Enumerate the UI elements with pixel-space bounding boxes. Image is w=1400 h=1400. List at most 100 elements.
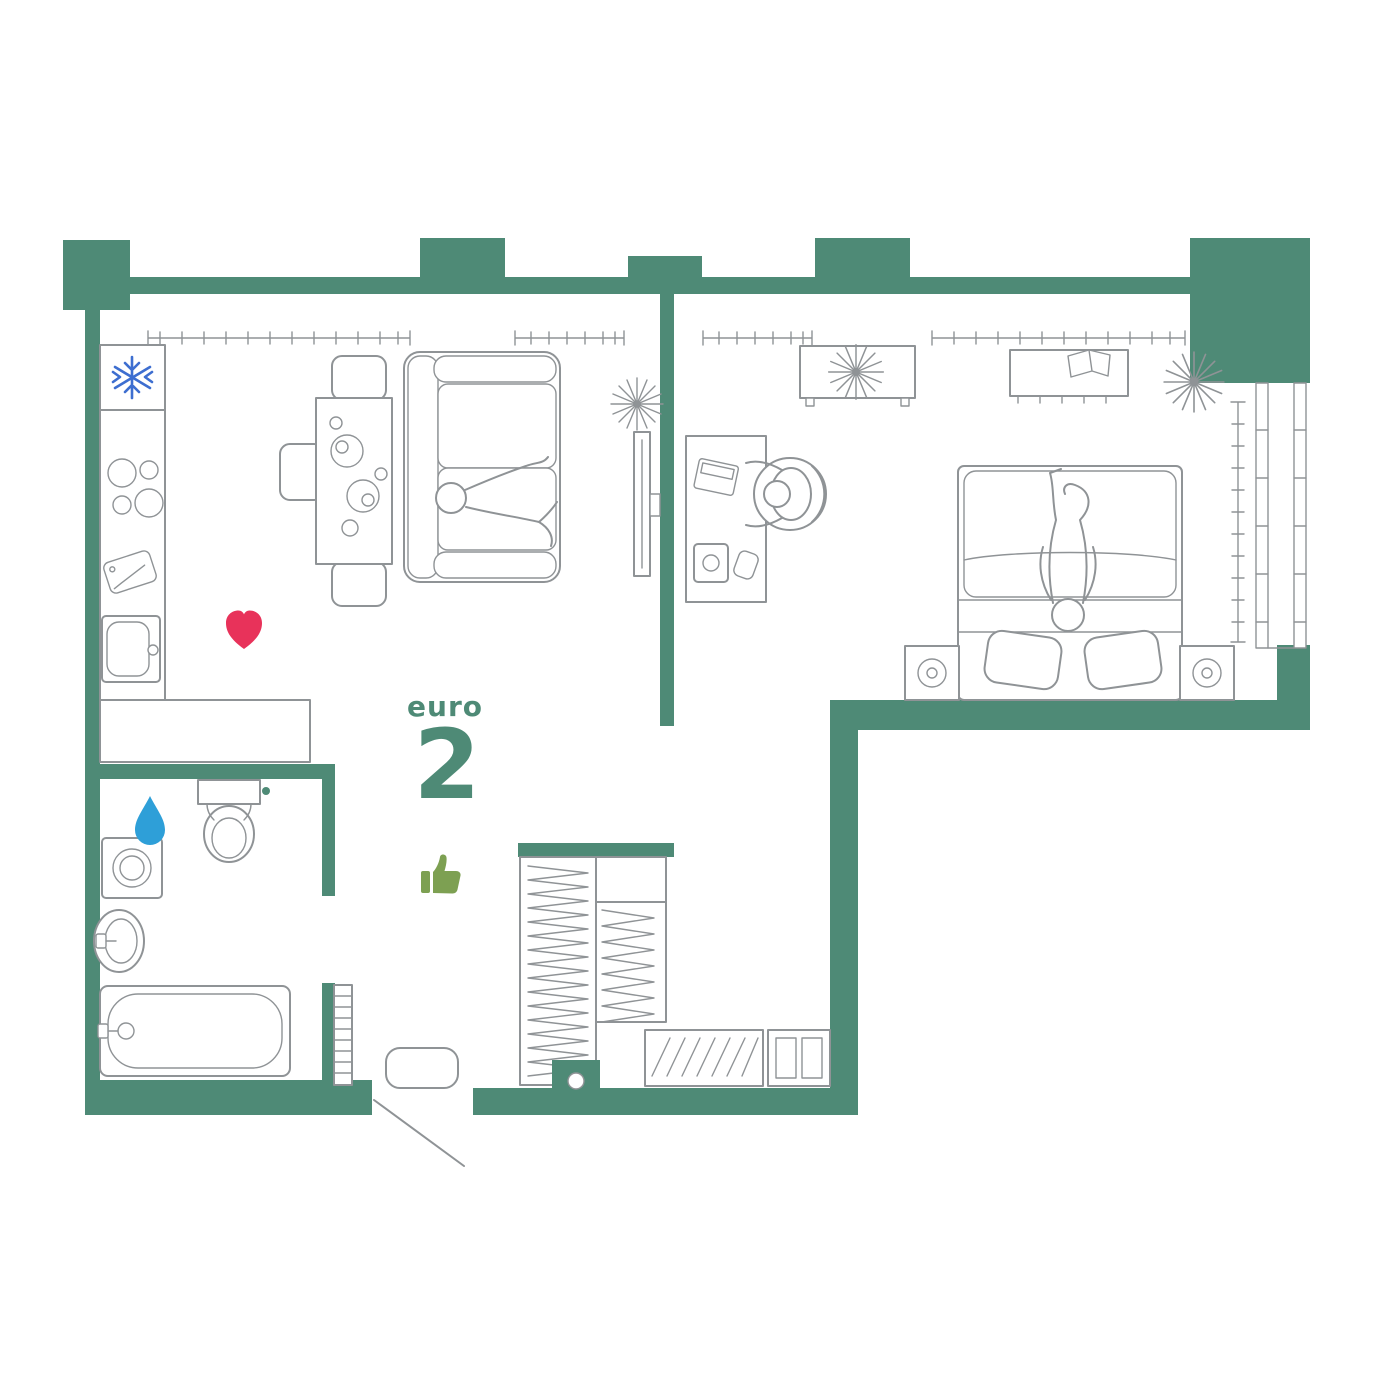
chair [331, 561, 387, 607]
cabinet-door [801, 1037, 823, 1079]
person-on-bed [1039, 468, 1097, 632]
windows-and-radiators [147, 330, 1307, 649]
person-head [763, 480, 791, 508]
cooktop [107, 458, 164, 518]
open-book [1067, 349, 1111, 378]
snowflake-icon [111, 355, 154, 400]
washer-body [101, 837, 163, 899]
board [103, 550, 157, 594]
wall-top-2 [503, 277, 632, 294]
pillar-c [815, 238, 910, 294]
entrance-door-swing [373, 1099, 465, 1167]
knife [113, 564, 146, 590]
kitchen-sink [101, 615, 161, 683]
board-hole [109, 566, 116, 573]
thumb-cuff [421, 871, 430, 893]
radiator-frame [333, 984, 353, 1086]
toilet-bowl [203, 805, 255, 863]
wardrobe-2-top [595, 856, 667, 903]
person-on-sofa [435, 456, 558, 547]
thumbs-up-icon [421, 854, 461, 894]
hallway [333, 856, 831, 1167]
shoe-rack-slats [651, 1037, 759, 1077]
sofa-armrest [433, 355, 557, 383]
nightstand-speaker-left [904, 645, 960, 701]
radiator-bedroom-right [1230, 401, 1246, 643]
sofa-back [407, 355, 439, 579]
cabinet-door [775, 1037, 797, 1079]
window-radiator-bedroom [931, 330, 1186, 346]
person-body [464, 456, 558, 547]
laptop-screen [700, 462, 735, 481]
washing-machine [101, 837, 163, 899]
speaker-cone [1192, 658, 1222, 688]
wall-middle [660, 294, 674, 726]
wall-top-1 [128, 277, 422, 294]
tub-tap [97, 1023, 109, 1039]
speaker-box [1179, 645, 1235, 701]
window-radiator-living [147, 330, 411, 346]
sofa [403, 351, 561, 583]
cutting-board [103, 550, 157, 594]
kitchen [99, 344, 311, 763]
wall-top-4 [908, 277, 1192, 294]
wall-corner-top-right [1190, 238, 1310, 383]
chair [331, 355, 387, 401]
speaker-cone-center [926, 667, 938, 679]
office [685, 435, 827, 603]
bathtub [97, 985, 291, 1077]
shoe-rack [644, 1029, 764, 1087]
radiator-rungs [333, 995, 353, 1074]
burner [134, 488, 164, 518]
wardrobe-2-hangers [601, 909, 655, 1023]
burner [139, 460, 159, 480]
window-strip-inner [1255, 382, 1269, 649]
nightstand-speaker-right [1179, 645, 1235, 701]
wall-corner-top-left [63, 240, 130, 310]
burner [107, 458, 137, 488]
dining-set [279, 355, 393, 607]
cup [329, 416, 343, 430]
plate-detail [335, 440, 349, 454]
person-head [1051, 598, 1085, 632]
desk-chair [745, 457, 827, 531]
bathroom-sink [93, 909, 145, 973]
bag [733, 550, 759, 580]
water-drop-icon [135, 796, 165, 845]
tv-unit [633, 431, 661, 577]
pillow [1083, 629, 1163, 691]
dining-table [315, 397, 393, 565]
burner [112, 495, 132, 515]
wardrobe-1-hangers [527, 865, 589, 1077]
window-radiator-mid-2 [702, 330, 813, 346]
ladder-radiator [333, 984, 353, 1086]
window-strip-outer [1293, 382, 1307, 649]
toilet-tank [197, 779, 261, 805]
hall-cabinet [767, 1029, 831, 1087]
shelf-leg [805, 397, 815, 407]
speaker-cone-center [1201, 667, 1213, 679]
washer-drum-inner [119, 855, 145, 881]
plant-icon [827, 343, 885, 401]
heart-icon [226, 610, 262, 649]
unit-box [693, 543, 729, 583]
laptop [693, 458, 740, 496]
wall-bathroom-right-lower [322, 983, 335, 1083]
labels: euro 2 [407, 690, 482, 894]
tv-mount [649, 493, 661, 517]
wall-closet-top [518, 843, 674, 857]
sink-tap [95, 933, 107, 949]
pillar-b [628, 256, 702, 294]
wall-bathroom-right-upper [322, 764, 335, 896]
thumb-hand [433, 854, 461, 894]
speaker-box [904, 645, 960, 701]
sink-faucet [147, 644, 159, 656]
wall-top-3 [698, 277, 817, 294]
window-mullions [1255, 429, 1307, 649]
wall-dot [262, 787, 270, 795]
wall-bathroom-top [100, 764, 335, 779]
pillow [983, 629, 1063, 691]
toilet [197, 779, 261, 863]
